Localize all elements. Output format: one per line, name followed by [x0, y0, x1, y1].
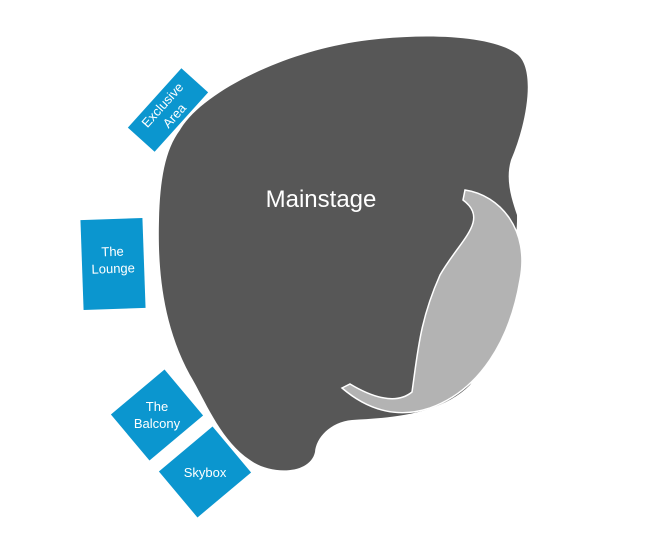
- the-balcony-box[interactable]: [110, 369, 204, 461]
- the-balcony-label-line2: Balcony: [134, 416, 181, 431]
- exclusive-area-box[interactable]: [127, 68, 209, 152]
- the-lounge-label-line1: The: [101, 244, 124, 260]
- the-lounge-label-line2: Lounge: [91, 260, 135, 277]
- skybox-section[interactable]: Skybox: [158, 426, 252, 518]
- stage-floor-shape: [340, 189, 523, 414]
- skybox-box[interactable]: [158, 426, 252, 518]
- the-lounge-section[interactable]: The Lounge: [80, 217, 146, 311]
- the-balcony-section[interactable]: The Balcony: [110, 369, 204, 461]
- the-balcony-label-line1: The: [146, 399, 168, 414]
- the-lounge-box[interactable]: [80, 217, 146, 311]
- mainstage-label: Mainstage: [266, 186, 377, 213]
- skybox-label: Skybox: [184, 465, 227, 480]
